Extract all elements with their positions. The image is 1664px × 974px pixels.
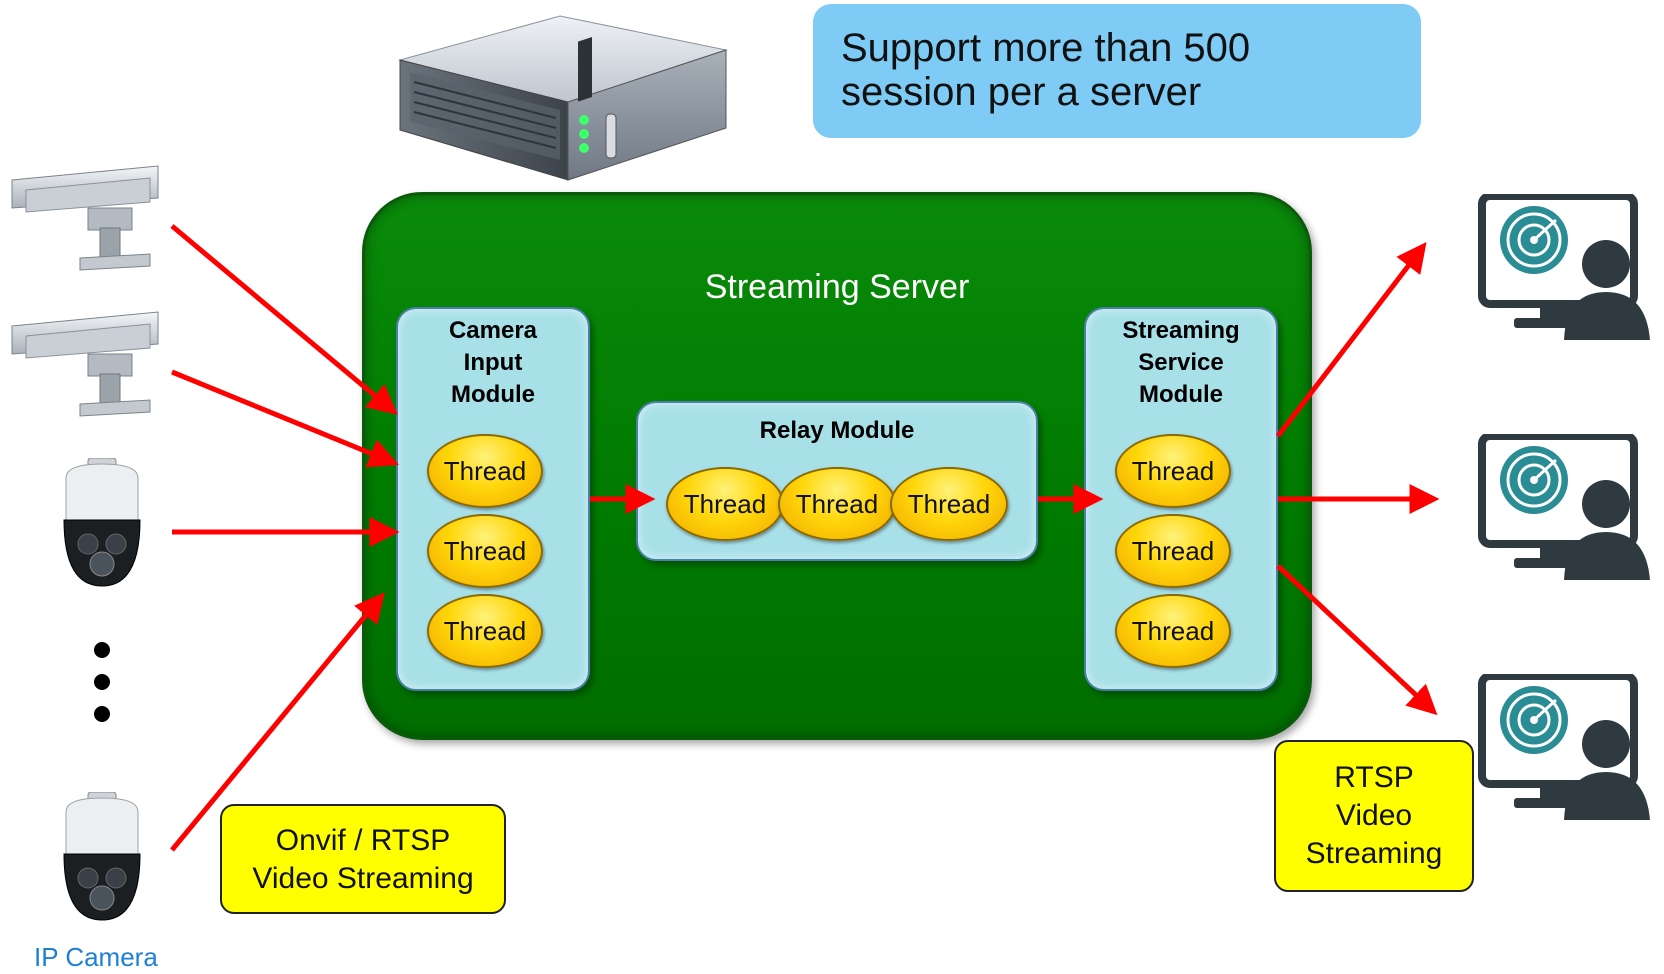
input-protocol-label: Onvif / RTSP Video Streaming (220, 804, 506, 914)
client-1-arrow (1276, 242, 1427, 438)
input-protocol-line: Video Streaming (252, 862, 474, 895)
service-thread-2: Thread (1115, 514, 1231, 588)
module-title-line: Streaming (1122, 317, 1240, 344)
output-protocol-line: Video (1335, 799, 1413, 832)
streaming-server-title: Streaming Server (704, 268, 970, 306)
module-title-line: Camera (448, 317, 538, 344)
camera-1-arrow (170, 224, 398, 415)
module-title-line: Input (463, 349, 523, 376)
callout-line-1: Support more than 500 (841, 26, 1251, 70)
rack-server-icon (392, 10, 730, 188)
ellipsis-dot (94, 642, 110, 658)
ip-camera-caption: IP Camera (34, 942, 158, 972)
ellipsis-dot (94, 674, 110, 690)
module-title-line: Module (1139, 381, 1223, 408)
ptz-dome-camera-icon (58, 791, 146, 922)
box-camera-icon (10, 308, 160, 418)
output-protocol-line: Streaming (1305, 837, 1443, 870)
monitor-user-radar-icon (1478, 192, 1662, 344)
input-thread-1: Thread (427, 434, 543, 508)
camera-input-module-title: Camera Input Module (398, 315, 588, 411)
relay-thread-3: Thread (890, 467, 1008, 541)
input-thread-3: Thread (427, 594, 543, 668)
input-protocol-line: Onvif / RTSP (275, 824, 451, 857)
module-title-line: Module (451, 381, 535, 408)
module-title-line: Service (1138, 349, 1224, 376)
relay-module-title: Relay Module (759, 417, 915, 444)
service-thread-3: Thread (1115, 594, 1231, 668)
service-thread-1: Thread (1115, 434, 1231, 508)
streaming-service-module-title: Streaming Service Module (1086, 315, 1276, 411)
relay-thread-1: Thread (666, 467, 784, 541)
monitor-user-radar-icon (1478, 432, 1662, 584)
monitor-user-radar-icon (1478, 672, 1662, 824)
capacity-callout: Support more than 500 session per a serv… (813, 4, 1421, 138)
box-camera-icon (10, 162, 160, 272)
client-3-arrow (1276, 564, 1438, 716)
callout-line-2: session per a server (841, 70, 1202, 114)
output-protocol-line: RTSP (1334, 761, 1414, 794)
ellipsis-dot (94, 706, 110, 722)
output-protocol-label: RTSP Video Streaming (1274, 740, 1474, 892)
camera-4-arrow (170, 592, 385, 852)
input-thread-2: Thread (427, 514, 543, 588)
relay-thread-2: Thread (778, 467, 896, 541)
camera-2-arrow (171, 369, 399, 468)
ptz-dome-camera-icon (58, 457, 146, 588)
